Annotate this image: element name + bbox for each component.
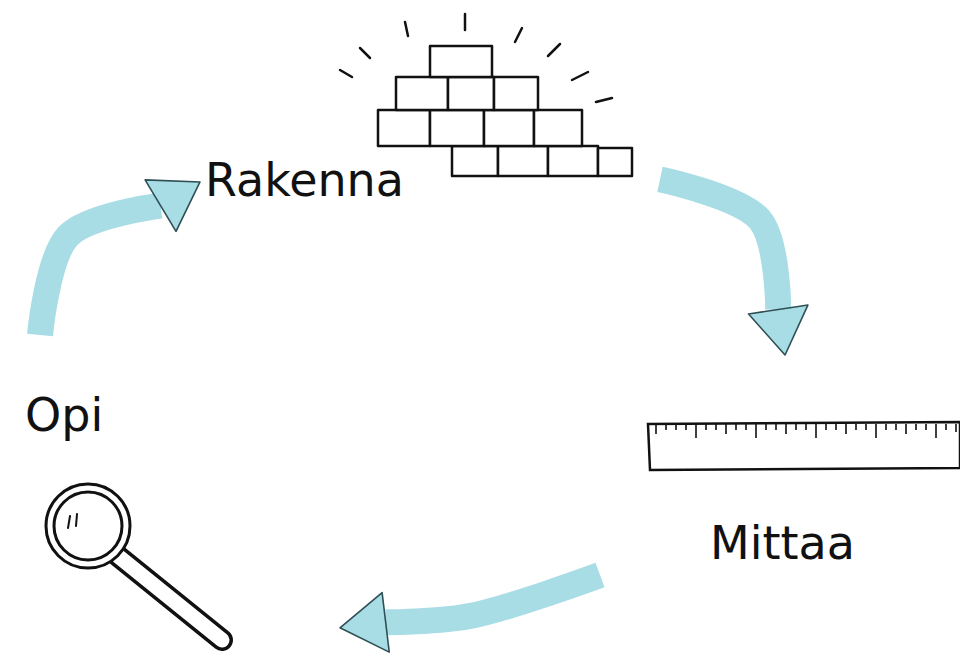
- stage-label: Opi: [25, 387, 103, 443]
- arrow-body: [386, 575, 600, 622]
- stage-node: Opi: [15, 335, 340, 655]
- brick-pile: [378, 46, 632, 176]
- sparkle-lines: [340, 14, 612, 102]
- stage-label: Mittaa: [710, 515, 855, 571]
- ruler: [648, 422, 960, 470]
- magnifying-glass: [46, 484, 222, 640]
- stage-node: Mittaa: [600, 355, 960, 580]
- arrow-body: [40, 206, 161, 335]
- arrow-head: [749, 305, 808, 355]
- cycle-arrow: [40, 180, 200, 335]
- cycle-arrow: [340, 575, 600, 652]
- stage-node: Rakenna: [200, 40, 660, 210]
- arrow-head: [340, 593, 389, 653]
- stage-label: Rakenna: [205, 152, 404, 208]
- arrow-body: [660, 179, 778, 309]
- cycle-arrow: [660, 179, 808, 355]
- arrow-head: [145, 180, 200, 231]
